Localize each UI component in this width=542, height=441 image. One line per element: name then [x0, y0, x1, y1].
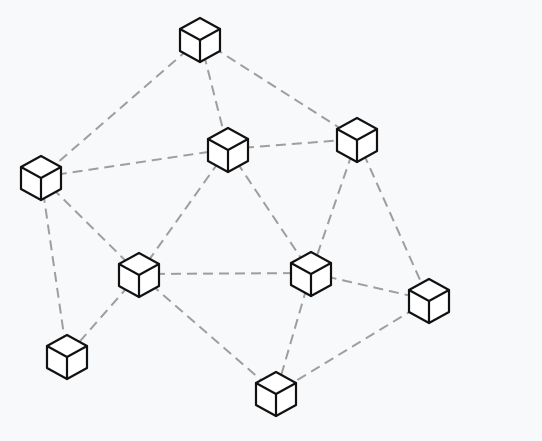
edge-n1-n2 — [199, 38, 358, 140]
edge-n3-n6 — [227, 148, 312, 274]
edge-n4-n3 — [40, 148, 229, 178]
nodes-layer — [19, 16, 451, 418]
edge-n4-n9 — [40, 176, 68, 357]
edge-n1-n4 — [40, 38, 201, 178]
edge-n3-n2 — [227, 138, 358, 150]
node-n3[interactable] — [206, 126, 250, 174]
node-n6[interactable] — [289, 250, 333, 298]
edge-n3-n5 — [138, 148, 229, 275]
node-n10[interactable] — [254, 370, 298, 418]
node-n2[interactable] — [335, 116, 379, 164]
edge-n2-n6 — [310, 138, 358, 274]
edges-layer — [40, 38, 430, 394]
edge-n2-n7 — [356, 138, 430, 301]
node-n4[interactable] — [19, 154, 63, 202]
edge-n4-n5 — [40, 176, 140, 275]
edge-n5-n6 — [138, 272, 312, 275]
node-n1[interactable] — [178, 16, 222, 64]
node-n9[interactable] — [45, 333, 89, 381]
edge-n5-n10 — [138, 273, 277, 394]
node-n7[interactable] — [407, 277, 451, 325]
edge-n7-n10 — [275, 299, 430, 394]
node-n5[interactable] — [117, 251, 161, 299]
